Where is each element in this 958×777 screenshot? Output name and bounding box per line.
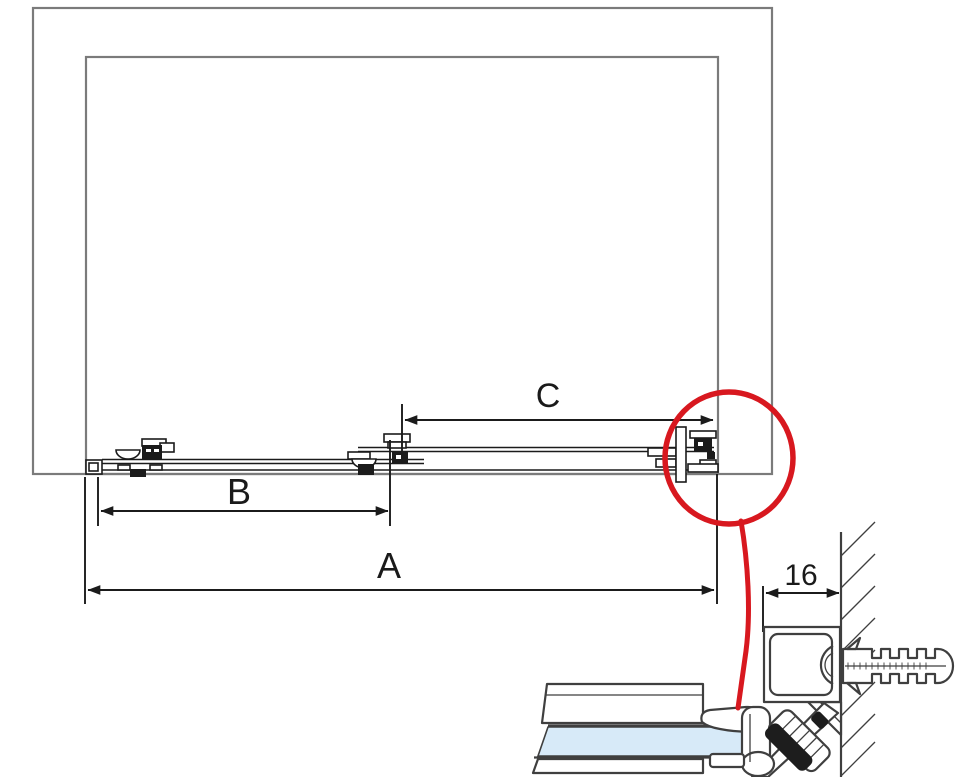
door-rail-profile (540, 682, 705, 725)
door-track-assembly (85, 426, 719, 483)
glass (536, 726, 745, 757)
dimension-c: C (401, 377, 714, 464)
plan-view: C B A (31, 6, 774, 604)
magnetic-seal (700, 705, 776, 777)
middle-roller-bracket (347, 433, 411, 475)
dimension-c-label: C (536, 377, 561, 415)
magnet-clamp (765, 709, 831, 773)
left-roller-carriage (115, 438, 175, 477)
door-end-profile (675, 426, 687, 483)
left-wall-profile (85, 459, 103, 475)
roller-wheel (115, 449, 141, 460)
highlight (662, 389, 796, 711)
anchor-wing (845, 636, 862, 651)
dimension-a: A (84, 474, 718, 604)
detail-view: 16 (531, 521, 955, 777)
dimension-16-label: 16 (784, 559, 817, 592)
enclosure-outline (84, 55, 720, 476)
seal-bulb (740, 750, 776, 777)
magnet-strip (765, 723, 813, 771)
leader-line (735, 518, 751, 711)
screw-channel (819, 645, 834, 685)
highlight-circle (662, 389, 796, 527)
dimension-b-label: B (227, 471, 251, 512)
screw-head (811, 711, 829, 729)
dimension-16: 16 (762, 559, 840, 632)
dimension-a-label: A (377, 545, 401, 586)
dimension-b: B (97, 440, 391, 526)
anchor-wing (845, 681, 862, 696)
wall-anchor (841, 636, 955, 696)
bottom-profile-bar (531, 757, 705, 775)
wall-profile-box (762, 625, 842, 704)
anchor-axis-ticks (847, 662, 927, 670)
